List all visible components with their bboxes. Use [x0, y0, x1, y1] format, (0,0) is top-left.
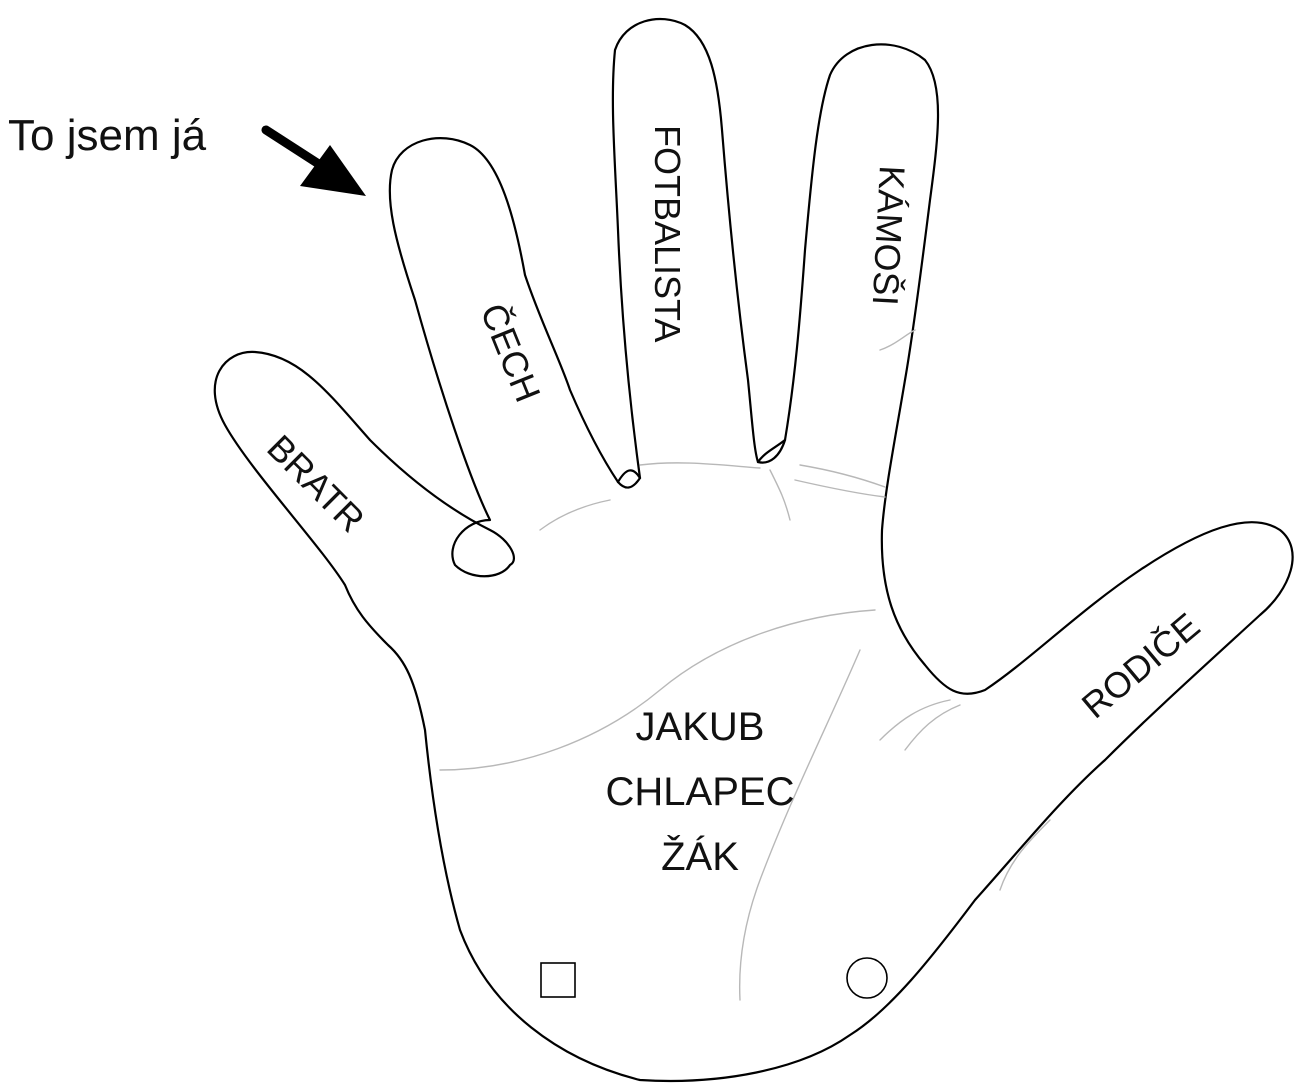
palm-creases	[440, 330, 1050, 1000]
finger-gap-ring-middle	[618, 470, 640, 482]
palm-label-name: JAKUB	[636, 705, 765, 749]
square-icon	[541, 963, 575, 997]
caption-text: To jsem já	[8, 111, 207, 160]
circle-icon	[847, 958, 887, 998]
palm-label-gender: CHLAPEC	[606, 770, 795, 814]
palm-label-role: ŽÁK	[661, 834, 739, 879]
finger-label-middle: FOTBALISTA	[647, 125, 688, 342]
finger-label-little: BRATR	[259, 427, 372, 540]
hand-outline	[215, 19, 1293, 1081]
finger-label-thumb: RODIČE	[1074, 605, 1208, 726]
finger-label-ring: ČECH	[473, 298, 549, 408]
finger-label-index: KÁMOŠI	[865, 165, 913, 307]
arrow-icon	[266, 130, 366, 196]
